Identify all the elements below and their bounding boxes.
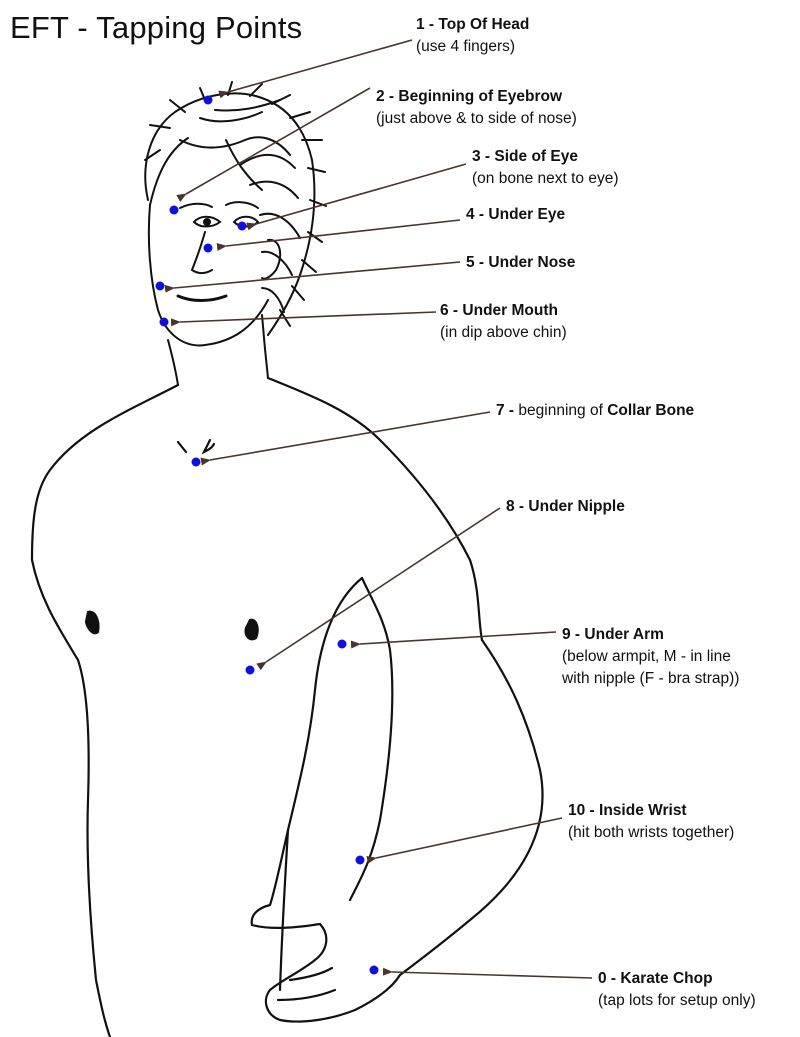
label-under-mouth: 6 - Under Mouth (in dip above chin) [440,300,567,344]
label-number: 9 - [562,626,580,643]
tapping-dot-under-eye [204,244,213,253]
arrow-under-mouth [180,312,436,322]
label-under-arm: 9 - Under Arm (below armpit, M - in line… [562,624,739,690]
arrow-karate-chop [392,972,592,978]
label-number: 5 - [466,254,484,271]
label-number: 4 - [466,206,484,223]
label-title: Under Nose [488,254,575,271]
label-note: (in dip above chin) [440,322,567,344]
label-title: Collar Bone [607,402,694,419]
label-number: 8 - [506,498,524,515]
label-note: (on bone next to eye) [472,168,619,190]
tapping-dot-under-nose [156,282,165,291]
label-note-continued: with nipple (F - bra strap)) [562,668,739,690]
tapping-dot-karate-chop [370,966,379,975]
arrow-top-of-head [228,40,412,92]
label-number: 2 - [376,88,394,105]
label-title: Side of Eye [494,148,578,165]
label-under-nose: 5 - Under Nose [466,252,575,274]
label-top-of-head: 1 - Top Of Head (use 4 fingers) [416,14,529,58]
tapping-dot-under-mouth [160,318,169,327]
tapping-dot-side-of-eye [238,222,247,231]
tapping-dot-inside-wrist [356,856,365,865]
label-note: (tap lots for setup only) [598,990,756,1012]
tapping-dot-top-of-head [204,96,213,105]
arrow-under-nipple [266,508,500,662]
arrow-under-eye [226,220,460,246]
label-under-nipple: 8 - Under Nipple [506,496,625,518]
label-title: Inside Wrist [599,802,687,819]
label-title: Under Nipple [528,498,624,515]
label-title: Karate Chop [620,970,712,987]
label-note: (use 4 fingers) [416,36,529,58]
tapping-dot-under-arm [338,640,347,649]
label-number: 1 - [416,16,434,33]
label-title: Under Mouth [462,302,558,319]
label-number: 10 - [568,802,595,819]
label-title: Under Eye [488,206,565,223]
label-collar-bone: 7 - beginning of Collar Bone [496,400,694,422]
torso-sketch [32,378,543,1037]
label-note: (below armpit, M - in line [562,646,739,668]
arrow-eyebrow [186,88,370,194]
arrow-side-of-eye [256,164,466,224]
tapping-dot-collar-bone [192,458,201,467]
label-inside-wrist: 10 - Inside Wrist (hit both wrists toget… [568,800,734,844]
face-sketch [149,202,280,385]
tapping-dot-eyebrow [170,206,179,215]
label-title: Under Arm [584,626,664,643]
tapping-dot-under-nipple [246,666,255,675]
label-title: Beginning of Eyebrow [398,88,562,105]
label-beginning-of-eyebrow: 2 - Beginning of Eyebrow (just above & t… [376,86,577,130]
label-number: 7 - [496,402,514,419]
label-title: Top Of Head [438,16,529,33]
dots-layer [156,96,379,975]
label-number: 0 - [598,970,616,987]
arrow-under-nose [174,262,460,288]
label-number: 6 - [440,302,458,319]
label-note: (just above & to side of nose) [376,108,577,130]
label-prefix: beginning of [518,402,602,419]
arrow-under-arm [360,632,556,644]
arrow-collar-bone [210,412,490,460]
label-under-eye: 4 - Under Eye [466,204,565,226]
label-note: (hit both wrists together) [568,822,734,844]
label-side-of-eye: 3 - Side of Eye (on bone next to eye) [472,146,619,190]
label-karate-chop: 0 - Karate Chop (tap lots for setup only… [598,968,756,1012]
label-number: 3 - [472,148,490,165]
